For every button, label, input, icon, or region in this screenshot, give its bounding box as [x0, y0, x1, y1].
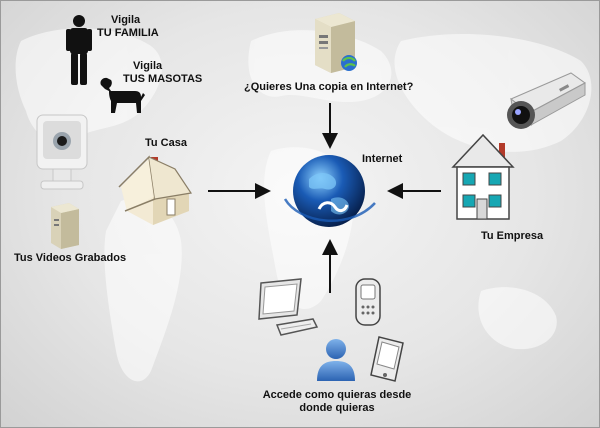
vigila-familia-line1: Vigila [111, 14, 141, 26]
tus-videos-label: Tus Videos Grabados [14, 252, 127, 264]
copia-internet-label: ¿Quieres Una copia en Internet? [244, 81, 414, 93]
vigila-mascotas-line2: TUS MASOTAS [123, 73, 203, 85]
accede-line2: donde quieras [299, 402, 375, 414]
dog-silhouette-icon [100, 77, 145, 113]
vigila-familia-line2: TU FAMILIA [97, 27, 159, 39]
vigila-mascotas-label: Vigila TUS MASOTAS [123, 60, 202, 86]
tu-casa-label: Tu Casa [145, 137, 187, 149]
webcam-icon [36, 114, 88, 190]
user-icon [317, 339, 355, 381]
office-building-icon [451, 133, 515, 220]
person-silhouette-icon [66, 15, 92, 85]
accede-label: Accede como quieras desde donde quieras [257, 389, 417, 415]
vigila-mascotas-line1: Vigila [133, 60, 163, 72]
house-icon [118, 155, 193, 225]
mobile-phone-icon [355, 278, 381, 326]
accede-line1: Accede como quieras desde [262, 389, 412, 401]
pda-icon [370, 336, 404, 382]
internet-label: Internet [362, 153, 403, 165]
cctv-camera-icon [507, 72, 586, 129]
server-icon [315, 13, 357, 73]
tu-empresa-label: Tu Empresa [481, 230, 544, 242]
laptop-icon [258, 278, 319, 336]
vigila-familia-label: Vigila TU FAMILIA [97, 14, 159, 40]
video-server-icon [51, 203, 79, 249]
internet-globe-icon [283, 155, 376, 227]
